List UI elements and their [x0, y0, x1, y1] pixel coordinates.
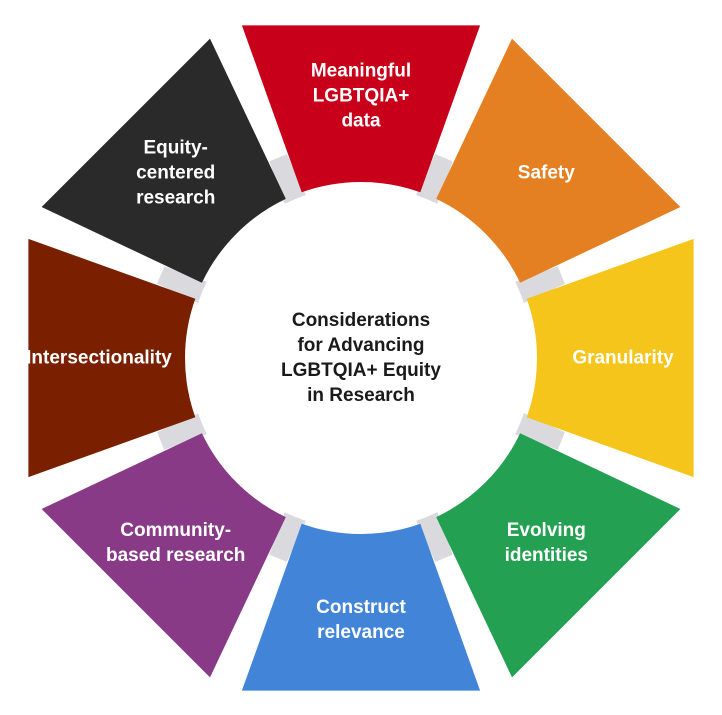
segment-gap: [510, 410, 565, 450]
segment-gap: [413, 507, 453, 562]
segment-gap: [510, 266, 565, 306]
wheel-segment: [241, 523, 481, 691]
center-title: Considerations for Advancing LGBTQIA+ Eq…: [281, 310, 441, 406]
segment-gap: [157, 266, 212, 306]
segment-gap: [269, 154, 309, 209]
wheel-segment: [436, 433, 681, 678]
wheel-segment: [28, 238, 196, 478]
segment-gap: [269, 507, 309, 562]
wheel-segment: [41, 433, 286, 678]
wheel-segment: [41, 38, 286, 283]
wheel-segment: [436, 38, 681, 283]
segment-gap: [157, 410, 212, 450]
wheel-segment: [241, 25, 481, 193]
center-circle: [189, 186, 533, 530]
segment-gap: [413, 154, 453, 209]
wheel-segment: [526, 238, 694, 478]
